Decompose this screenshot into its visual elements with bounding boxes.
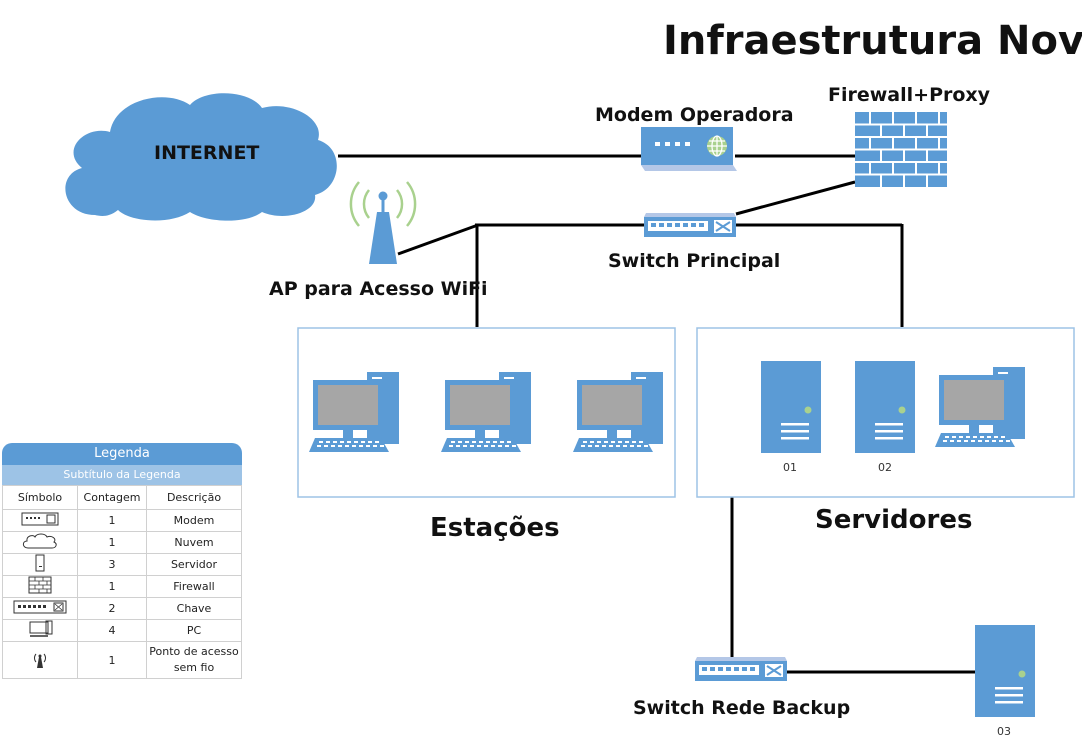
modem-icon: [21, 512, 59, 526]
server-icon: [35, 554, 45, 572]
legend-desc: Nuvem: [146, 531, 242, 554]
cloud-icon: [65, 93, 337, 221]
switch-main-icon: [643, 212, 737, 238]
server-icon-03: [975, 625, 1035, 717]
link-ap-switch: [397, 223, 479, 256]
server-01-label: 01: [783, 461, 797, 474]
switch-backup-icon: [694, 656, 788, 682]
server-03-label: 03: [997, 725, 1011, 738]
legend-count: 3: [77, 553, 147, 576]
pc-icon: [29, 620, 53, 637]
servers-group-box: [696, 327, 1075, 498]
server-icon-01: [761, 361, 821, 453]
switch-icon: [13, 600, 67, 614]
firewall-label: Firewall+Proxy: [828, 84, 991, 106]
legend-desc: Firewall: [146, 575, 242, 598]
legend-row: 3 Servidor: [2, 553, 242, 576]
legend-row: 1 Firewall: [2, 575, 242, 598]
pc-icon-2: [441, 372, 531, 452]
modem-label: Modem Operadora: [595, 104, 794, 126]
pc-icon-3: [573, 372, 663, 452]
cloud-icon: [22, 533, 57, 549]
pc-icon-4: [935, 367, 1025, 447]
legend-count: 4: [77, 619, 147, 642]
legend-header-description: Descrição: [146, 485, 242, 510]
legend-header-symbol: Símbolo: [2, 485, 78, 510]
legend-count: 1: [77, 509, 147, 532]
legend: Legenda Subtítulo da Legenda Símbolo Con…: [2, 443, 242, 679]
connection-lines: [338, 154, 977, 674]
legend-row: 2 Chave: [2, 597, 242, 620]
stations-group-box: [297, 327, 676, 498]
legend-row: 1 Modem: [2, 509, 242, 532]
firewall-icon: [28, 576, 52, 594]
legend-desc: Chave: [146, 597, 242, 620]
legend-row: 1 Nuvem: [2, 531, 242, 554]
legend-table: Símbolo Contagem Descrição 1 Modem 1 Nuv…: [2, 485, 242, 679]
ap-label: AP para Acesso WiFi: [269, 278, 488, 300]
diagram-title: Infraestrutura Nova: [663, 18, 1082, 64]
server-icon-02: [855, 361, 915, 453]
legend-header-count: Contagem: [77, 485, 147, 510]
stations-group-label: Estações: [430, 513, 560, 543]
legend-row: 1 Ponto de acesso sem fio: [2, 641, 242, 679]
access-point-icon: [34, 653, 46, 668]
legend-title: Legenda: [2, 443, 242, 465]
legend-count: 1: [77, 641, 147, 679]
access-point-icon: [349, 181, 417, 264]
firewall-icon: [855, 112, 947, 187]
switch-backup-label: Switch Rede Backup: [633, 697, 851, 719]
internet-label: INTERNET: [154, 142, 260, 164]
servers-group-label: Servidores: [815, 505, 973, 535]
legend-desc: Servidor: [146, 553, 242, 576]
server-02-label: 02: [878, 461, 892, 474]
legend-desc: Modem: [146, 509, 242, 532]
modem-icon: [641, 127, 737, 171]
legend-subtitle: Subtítulo da Legenda: [2, 465, 242, 485]
legend-desc: PC: [146, 619, 242, 642]
link-firewall-switch: [735, 180, 856, 216]
legend-desc: Ponto de acesso sem fio: [146, 641, 242, 679]
legend-count: 1: [77, 531, 147, 554]
legend-count: 2: [77, 597, 147, 620]
pc-icon-1: [309, 372, 399, 452]
switch-main-label: Switch Principal: [608, 250, 781, 272]
legend-count: 1: [77, 575, 147, 598]
legend-row: 4 PC: [2, 619, 242, 642]
